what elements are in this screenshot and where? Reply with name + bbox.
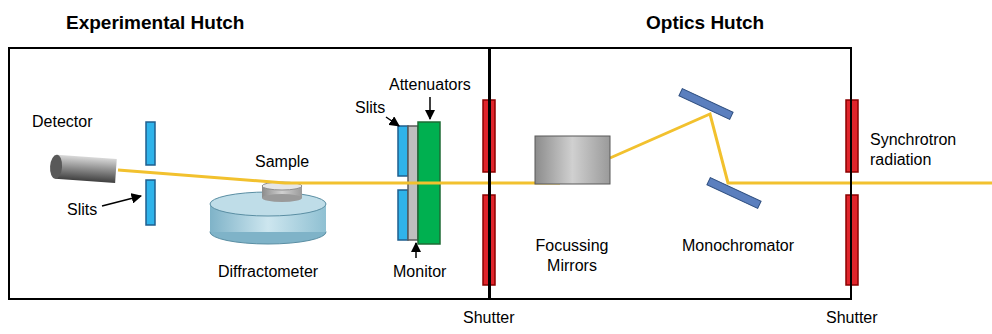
- part-label: Slits: [67, 200, 97, 220]
- hutch-region: Optics Hutch: [489, 47, 852, 300]
- part-label: Attenuators: [389, 75, 471, 95]
- part-label: Focussing Mirrors: [527, 236, 617, 276]
- monochromator-crystal: [707, 178, 761, 209]
- part-label: Shutter: [463, 308, 515, 328]
- leader-arrow: [429, 97, 431, 119]
- sample: [262, 182, 302, 202]
- part-label: Monitor: [393, 262, 446, 282]
- x-ray-beam: [118, 170, 560, 183]
- monochromator-crystal: [679, 89, 733, 120]
- x-ray-beam: [610, 114, 992, 183]
- part-label: Diffractometer: [218, 262, 318, 282]
- detector-body: [55, 155, 117, 183]
- hutch-title: Optics Hutch: [646, 12, 764, 34]
- slit-blade: [146, 122, 155, 165]
- leader-arrow: [415, 243, 417, 258]
- part-label: Detector: [32, 112, 92, 132]
- slit-blade: [398, 126, 408, 176]
- part-label: Sample: [255, 152, 309, 172]
- detector: [49, 154, 117, 183]
- leader-arrow: [102, 196, 141, 206]
- detector-end: [49, 154, 63, 179]
- slit-blade: [398, 190, 408, 240]
- part-label: Monochromator: [682, 236, 794, 256]
- diffractometer-top: [210, 192, 326, 216]
- shutter-blade: [846, 100, 858, 172]
- sample-bottom: [262, 194, 302, 202]
- part-label: Shutter: [826, 308, 878, 328]
- leader-arrow: [386, 117, 399, 126]
- diffractometer: [210, 192, 326, 244]
- part-label: Synchrotron radiation: [870, 130, 970, 170]
- focussing-mirrors-box: [535, 136, 610, 184]
- hutch-title: Experimental Hutch: [66, 12, 244, 34]
- shutter-blade: [846, 195, 858, 285]
- part-label: Slits: [355, 98, 385, 118]
- slit-blade: [146, 180, 155, 225]
